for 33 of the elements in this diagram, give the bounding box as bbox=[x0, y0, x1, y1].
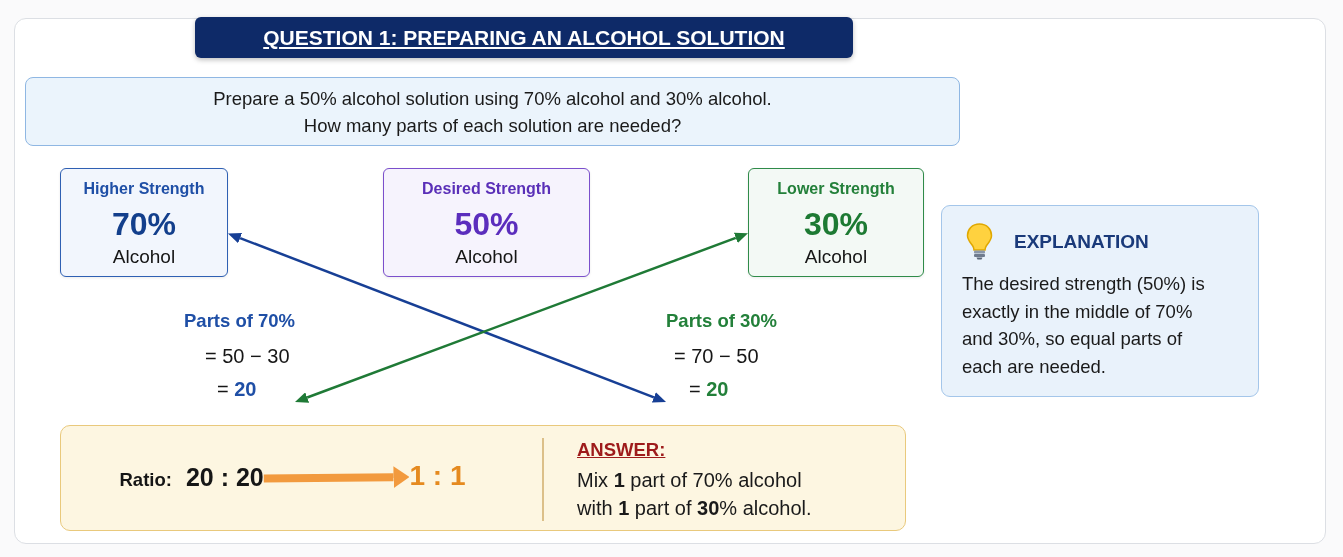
answer-text: Mix 1 part of 70% alcohol with 1 part of 30% alcohol. bbox=[577, 468, 813, 521]
explanation-panel bbox=[941, 205, 1259, 397]
answer-heading: ANSWER: bbox=[577, 439, 666, 461]
percentage-value: 70% bbox=[111, 205, 176, 243]
subtraction-expression: = 70 − 50 bbox=[674, 344, 759, 369]
answer-panel bbox=[60, 425, 906, 531]
card-subtitle: Alcohol bbox=[804, 245, 868, 269]
question-box bbox=[25, 77, 960, 146]
parts-heading: Parts of 30% bbox=[666, 309, 778, 333]
card-heading: Higher Strength bbox=[83, 179, 205, 199]
percentage-value: 30% bbox=[803, 205, 868, 243]
subtraction-expression: = 50 − 30 bbox=[205, 344, 290, 369]
double-headed-arrow bbox=[296, 232, 747, 403]
parts-heading: Parts of 70% bbox=[184, 309, 296, 333]
ratio-label: Ratio: bbox=[119, 468, 172, 491]
title-banner: QUESTION 1: PREPARING AN ALCOHOL SOLUTION bbox=[195, 17, 853, 58]
strength-card bbox=[748, 168, 924, 277]
ratio-value: 20 : 20 bbox=[185, 462, 264, 492]
double-headed-arrow bbox=[229, 232, 665, 403]
card-heading: Lower Strength bbox=[777, 179, 895, 199]
card-heading: Desired Strength bbox=[422, 179, 551, 199]
card-subtitle: Alcohol bbox=[112, 245, 176, 269]
percentage-value: 50% bbox=[454, 205, 519, 243]
card-subtitle: Alcohol bbox=[455, 245, 518, 269]
result-value: = 20 bbox=[217, 377, 257, 402]
question-text: Prepare a 50% alcohol solution using 70% alcohol and 30% alcohol. bbox=[213, 86, 772, 111]
question-text: How many parts of each solution are needed? bbox=[303, 113, 682, 138]
strength-card bbox=[383, 168, 590, 277]
explanation-text: The desired strength (50%) is exactly in the middle of 70% and 30%, so equal parts of each are needed. bbox=[962, 272, 1206, 379]
simplified-ratio: 1 : 1 bbox=[409, 459, 466, 492]
strength-card bbox=[60, 168, 228, 277]
panel-heading: EXPLANATION bbox=[1014, 231, 1149, 253]
result-value: = 20 bbox=[689, 377, 729, 402]
